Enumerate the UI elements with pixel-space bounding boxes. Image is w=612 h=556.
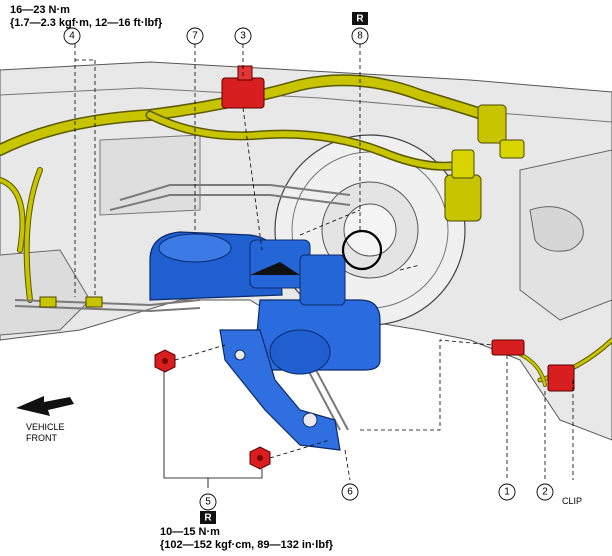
- callout-2: 2: [536, 483, 554, 501]
- connector-1: [491, 339, 525, 356]
- callout-3: 3: [234, 27, 252, 45]
- leader-lines-solid: [163, 372, 263, 488]
- master-cylinder-bracket: [219, 329, 341, 451]
- vehicle-front-arrow: [16, 396, 74, 416]
- o-ring-8: [341, 229, 383, 271]
- harness-connector-right: [477, 104, 525, 159]
- callout-4: 4: [63, 27, 81, 45]
- replace-mark-bottom: R: [200, 511, 216, 524]
- vehicle-front-line1: VEHICLE: [26, 422, 65, 432]
- callout-1: 1: [498, 483, 516, 501]
- torque-spec-bottom: 10—15 N·m {102—152 kgf·cm, 89—132 in·lbf…: [160, 526, 333, 552]
- callout-5-label: 5: [205, 497, 211, 508]
- callout-1-label: 1: [504, 487, 510, 498]
- callout-6-label: 6: [347, 487, 353, 498]
- bracket-nut-upper: [154, 349, 176, 373]
- callout-7-label: 7: [192, 31, 198, 42]
- callout-8: 8: [351, 27, 369, 45]
- torque-bottom-alt: {102—152 kgf·cm, 89—132 in·lbf}: [160, 539, 334, 551]
- torque-top-alt: {1.7—2.3 kgf·m, 12—16 ft·lbf}: [10, 17, 163, 29]
- torque-bottom-nm: 10—15 N·m: [160, 526, 220, 538]
- bracket-nut-lower: [249, 446, 271, 470]
- vehicle-front-line2: FRONT: [26, 433, 57, 443]
- callout-7: 7: [186, 27, 204, 45]
- callout-4-label: 4: [69, 31, 75, 42]
- leader-lines: [74, 44, 574, 481]
- callout-3-label: 3: [240, 31, 246, 42]
- replace-mark-bottom-label: R: [204, 513, 212, 524]
- clip-label: CLIP: [562, 496, 583, 506]
- callout-6: 6: [341, 483, 359, 501]
- wiring-harness: [0, 74, 612, 387]
- callout-8-label: 8: [357, 31, 363, 42]
- clip-2: [547, 364, 575, 392]
- harness-connector-lower: [444, 149, 482, 222]
- reservoir-cap: [158, 233, 232, 263]
- vehicle-front-label: VEHICLE FRONT: [26, 422, 65, 444]
- callout-2-label: 2: [542, 487, 548, 498]
- torque-spec-top: 16—23 N·m {1.7—2.3 kgf·m, 12—16 ft·lbf}: [10, 4, 162, 30]
- torque-top-nm: 16—23 N·m: [10, 4, 70, 16]
- replace-mark-top: R: [352, 12, 368, 25]
- pipe-flare-nuts: [39, 296, 103, 308]
- replace-mark-top-label: R: [356, 14, 364, 25]
- callout-5: 5: [199, 493, 217, 511]
- master-cylinder: [149, 231, 381, 375]
